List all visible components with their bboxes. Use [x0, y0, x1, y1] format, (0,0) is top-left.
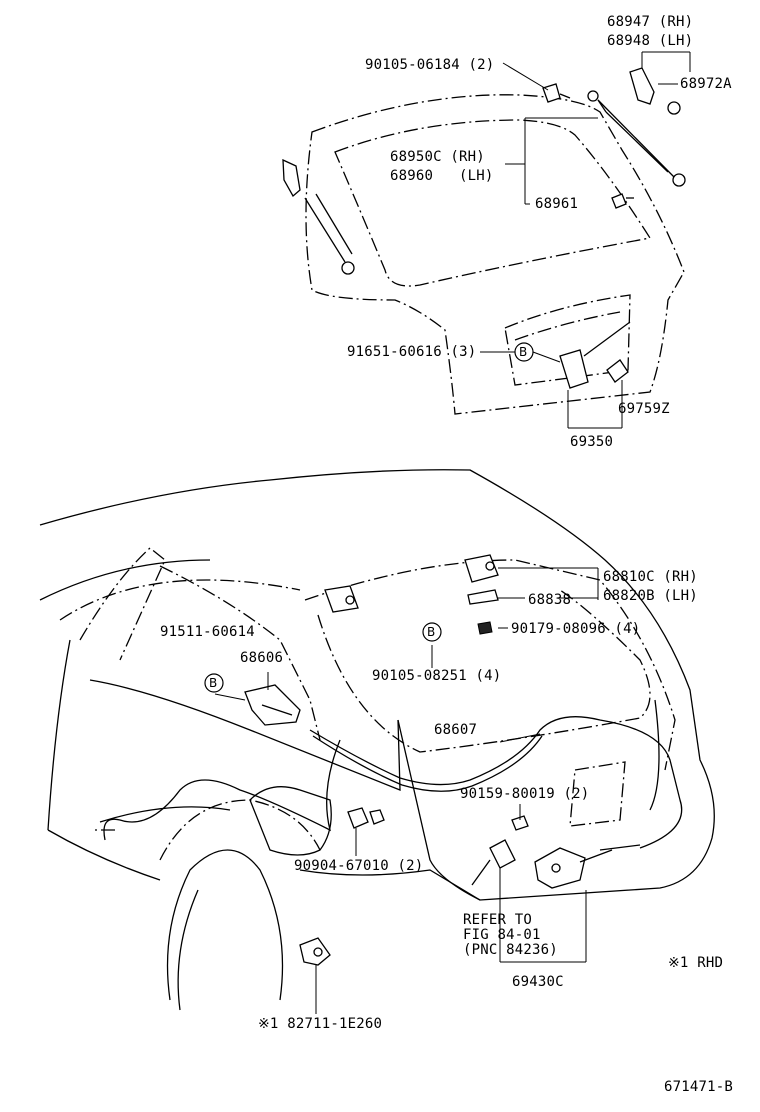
label-90904-67010: 90904-67010 (2): [294, 858, 424, 874]
bolt-90105: [542, 83, 571, 103]
callout-b-lower-right: [422, 622, 442, 642]
back-door-stay-left: [282, 158, 355, 275]
rear-glass-opening: [304, 559, 676, 771]
clip-90904: [347, 807, 385, 829]
screw-68961: [611, 193, 634, 209]
label-91511-60614: 91511-60614: [160, 624, 255, 640]
fuel-lid-area: [99, 786, 332, 856]
label-rhd-note: ※1 RHD: [668, 955, 724, 971]
label-91651-60616: 91651-60616 (3): [347, 344, 477, 360]
callout-b-left-letter: B: [209, 676, 218, 690]
label-68950c: 68950C (RH): [390, 149, 485, 165]
label-68810c: 68810C (RH): [603, 569, 698, 585]
label-90179-08096: 90179-08096 (4): [511, 621, 641, 637]
label-68948: 68948 (LH): [607, 33, 694, 49]
label-refer-fig: FIG 84-01: [463, 927, 541, 943]
label-refer-pnc: (PNC 84236): [463, 942, 558, 958]
back-door-panel: [305, 94, 685, 415]
label-refer-to: REFER TO: [463, 912, 533, 928]
hinge-lh: [324, 585, 359, 613]
label-90159-80019: 90159-80019 (2): [460, 786, 590, 802]
leaders-lower: [214, 567, 599, 1014]
door-lock-69350: [559, 321, 631, 389]
label-90105-08251: 90105-08251 (4): [372, 668, 502, 684]
label-82711-1e260: ※1 82711-1E260: [258, 1016, 383, 1032]
label-68947: 68947 (RH): [607, 14, 694, 30]
label-69430c: 69430C: [512, 974, 564, 990]
label-68961: 68961: [535, 196, 579, 212]
back-door-lock-69430c: [471, 815, 613, 889]
label-69350: 69350: [570, 434, 614, 450]
fuel-opener-82711: [299, 937, 331, 966]
opener-lever-68606: [244, 684, 301, 726]
label-68972a: 68972A: [680, 76, 732, 92]
label-68960: 68960 (LH): [390, 168, 494, 184]
callout-b-lower-left: [204, 673, 224, 693]
callout-b-right-letter: B: [427, 625, 436, 639]
back-door-stay-right: [587, 90, 686, 187]
hinge-68810c: [464, 554, 499, 605]
car-side-window-frame: [59, 547, 321, 741]
label-68606: 68606: [240, 650, 284, 666]
opener-cable-68607: [95, 716, 683, 849]
label-68820b: 68820B (LH): [603, 588, 698, 604]
tail-lamp-area: [569, 761, 641, 851]
figure-id: 671471-B: [664, 1079, 734, 1095]
rear-wheel: [159, 799, 321, 1011]
leaders-upper: [480, 51, 691, 429]
callout-b-upper-letter: B: [519, 345, 528, 359]
callout-b-upper: [514, 342, 534, 362]
label-69759z: 69759Z: [618, 401, 670, 417]
nut-90179: [477, 621, 493, 635]
label-90105-06184: 90105-06184 (2): [365, 57, 495, 73]
stay-bracket-rh: [629, 67, 681, 115]
label-68838: 68838: [528, 592, 572, 608]
car-body-outline: [39, 469, 715, 901]
label-68607: 68607: [434, 722, 478, 738]
